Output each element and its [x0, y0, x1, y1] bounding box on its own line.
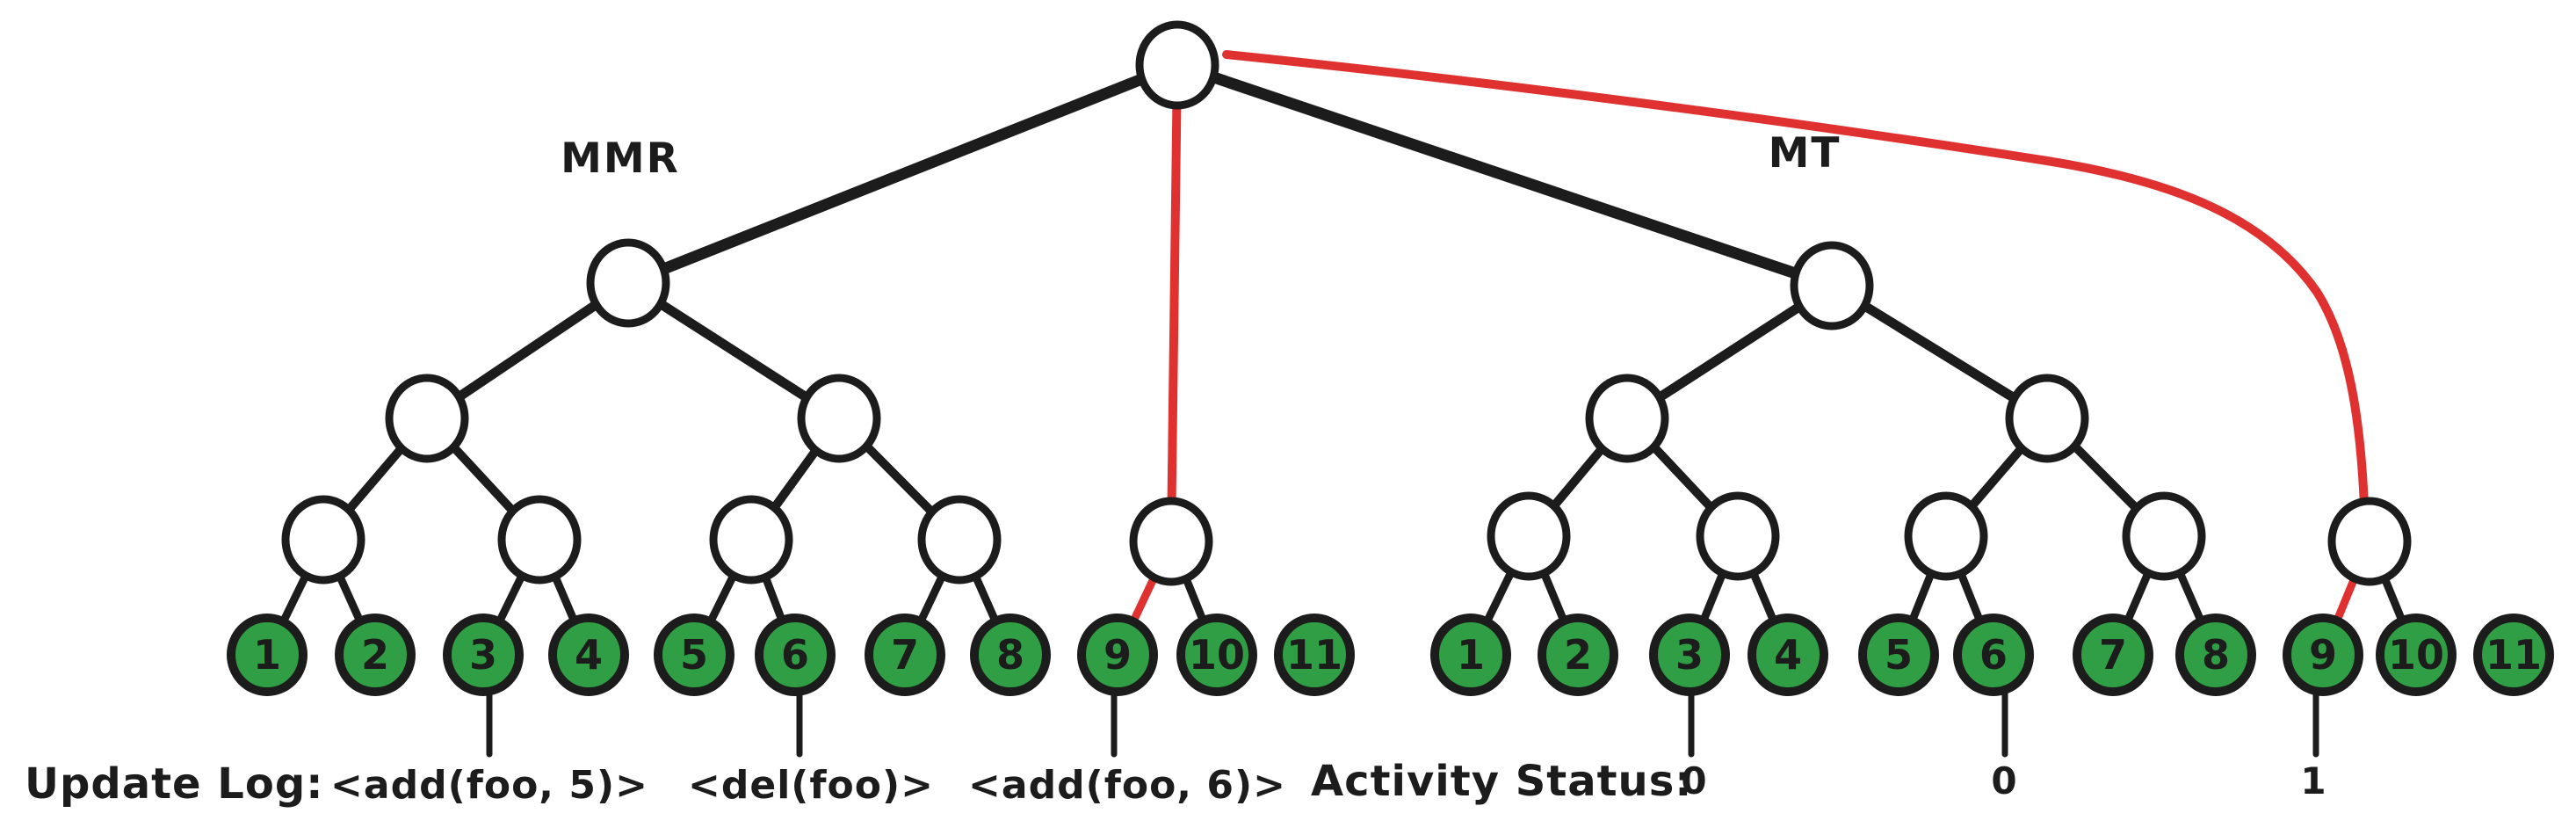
mmr-internal-7-8-node: [917, 495, 1002, 584]
mt-internal-1-8-node: [1790, 241, 1874, 330]
mt-leaf-9-label: 9: [2309, 631, 2337, 679]
mt-internal-3-4-node: [1696, 491, 1780, 581]
mmr-internal-1-4-node: [385, 374, 469, 463]
mt-leaf-2-node: [1538, 614, 1618, 696]
update-log-entry-3: <add(foo, 6)>: [968, 763, 1286, 808]
activity-status-value-2: 0: [1991, 759, 2016, 802]
mmr-leaf-11-label: 11: [1286, 631, 1342, 679]
mmr-leaf-3-node: [443, 614, 524, 696]
mt-leaf-4-label: 4: [1774, 631, 1802, 679]
mt-leaf-1-label: 1: [1457, 631, 1485, 679]
update-log-entry-2: <del(foo)>: [688, 763, 934, 808]
mmr-leaf-10-node: [1176, 614, 1257, 696]
mt-internal-5-6-node: [1904, 491, 1988, 581]
mmr-leaf-2-label: 2: [361, 631, 389, 679]
mmr-leaf-8-label: 8: [996, 631, 1024, 679]
mt-internal-7-8-node: [2122, 491, 2206, 581]
mmr-leaf-5-node: [654, 614, 734, 696]
mt-internal-1-2-node: [1487, 491, 1571, 581]
mt-leaf-5-label: 5: [1885, 631, 1913, 679]
mmr-label: MMR: [561, 134, 680, 183]
mmr-internal-1-2-node: [281, 495, 365, 584]
mt-leaf-10-node: [2376, 614, 2457, 696]
mt-label: MT: [1769, 129, 1842, 178]
mt-leaf-8-node: [2175, 614, 2256, 696]
mt-leaf-11-label: 11: [2486, 631, 2542, 679]
mt-leaf-5-node: [1858, 614, 1939, 696]
mmr-leaf-6-node: [755, 614, 836, 696]
mmr-leaf-2-node: [335, 614, 416, 696]
mmr-leaf-6-label: 6: [781, 631, 809, 679]
activity-status-label: Activity Status:: [1311, 757, 1692, 806]
mt-internal-5-8-node: [2005, 374, 2089, 463]
mmr-leaf-9-node: [1077, 614, 1158, 696]
mmr-leaf-4-label: 4: [575, 631, 603, 679]
mmr-leaf-1-node: [227, 614, 308, 696]
mmr-internal-3-4-node: [497, 495, 582, 584]
mmr-leaf-8-node: [970, 614, 1051, 696]
mt-leaf-7-node: [2073, 614, 2153, 696]
mmr-leaf-11-node: [1274, 614, 1355, 696]
mt-leaf-9-node: [2283, 614, 2363, 696]
update-log-label: Update Log:: [25, 759, 323, 809]
mt-leaf-7-label: 7: [2099, 631, 2127, 679]
edge-shared-root--mmr-peak-9-10: [1167, 61, 1182, 546]
edge-shared-root--mt-internal-1-8: [1171, 59, 1838, 292]
shared-root-node: [1135, 20, 1219, 110]
mt-leaf-10-label: 10: [2388, 631, 2444, 679]
mmr-leaf-3-label: 3: [469, 631, 497, 679]
mmr-leaf-4-node: [548, 614, 629, 696]
mt-leaf-2-label: 2: [1564, 631, 1592, 679]
root-to-mt-peak-red-link: [1222, 50, 2370, 539]
mt-internal-1-4-node: [1585, 374, 1669, 463]
update-log-entry-1: <add(foo, 5)>: [330, 763, 648, 808]
mmr-internal-5-6-node: [709, 495, 793, 584]
mt-leaf-3-node: [1649, 614, 1730, 696]
mt-leaf-6-node: [1953, 614, 2034, 696]
activity-status-value-1: 0: [1681, 759, 1706, 802]
mt-leaf-3-label: 3: [1675, 631, 1704, 679]
edge-shared-root--mmr-internal-1-8: [622, 59, 1183, 289]
mmr-leaf-7-label: 7: [891, 631, 919, 679]
mmr-leaf-10-label: 10: [1189, 631, 1245, 679]
mt-leaf-1-node: [1430, 614, 1511, 696]
mmr-leaf-7-node: [865, 614, 945, 696]
mmr-internal-1-8-node: [586, 238, 670, 328]
mmr-leaf-1-label: 1: [253, 631, 281, 679]
mt-leaf-11-node: [2473, 614, 2554, 696]
mmr-internal-5-8-node: [797, 374, 881, 463]
mmr-leaf-5-label: 5: [680, 631, 708, 679]
mmr-peak-9-10-node: [1129, 497, 1213, 586]
mt-leaf-4-node: [1747, 614, 1828, 696]
activity-status-value-3: 1: [2300, 759, 2326, 802]
mt-leaf-6-label: 6: [1979, 631, 2008, 679]
mt-leaf-8-label: 8: [2202, 631, 2230, 679]
mmr-leaf-9-label: 9: [1103, 631, 1132, 679]
mt-peak-9-10-node: [2327, 497, 2412, 586]
